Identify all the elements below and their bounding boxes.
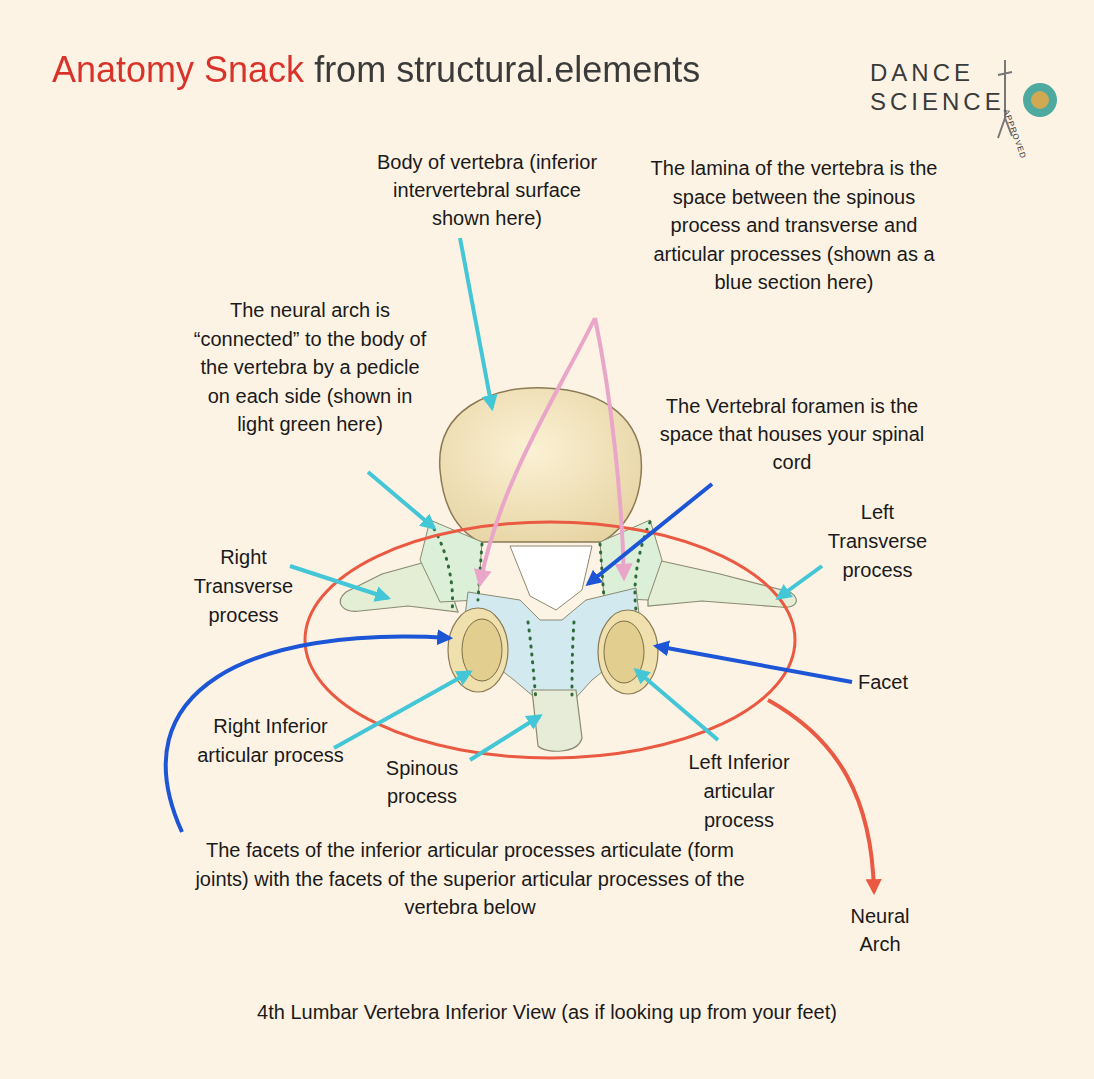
spinous-process <box>532 690 582 751</box>
part-label: Left Inferior articular process <box>668 748 810 835</box>
vertebral-foramen <box>510 546 592 610</box>
callout-label: The Vertebral foramen is the space that … <box>648 392 936 476</box>
lamina-leaders <box>480 318 624 584</box>
part-label: Spinous process <box>368 754 476 810</box>
note-text: The facets of the inferior articular pro… <box>190 836 750 922</box>
caption: 4th Lumbar Vertebra Inferior View (as if… <box>0 998 1094 1026</box>
logo-badge-text: APPROVED <box>1001 108 1028 161</box>
part-label: Right Transverse process <box>176 543 311 630</box>
title: Anatomy Snack from structural.elements <box>52 48 700 92</box>
neural-arch-arrow <box>768 700 874 892</box>
callout-label: The lamina of the vertebra is the space … <box>648 154 940 297</box>
part-label: Facet <box>858 668 938 696</box>
callout-label: The neural arch is “connected” to the bo… <box>193 296 427 439</box>
blue-leaders <box>166 484 852 832</box>
logo-text: DANCE SCIENCE <box>870 58 1020 116</box>
callout-label: Body of vertebra (inferior intervertebra… <box>367 148 607 232</box>
neural-arch-outline <box>305 522 795 758</box>
boundary-dots <box>430 522 650 700</box>
transverse-process <box>648 558 796 607</box>
part-label: Right Inferior articular process <box>193 712 348 770</box>
part-label: Neural Arch <box>835 902 925 958</box>
part-label: Left Transverse process <box>810 498 945 585</box>
